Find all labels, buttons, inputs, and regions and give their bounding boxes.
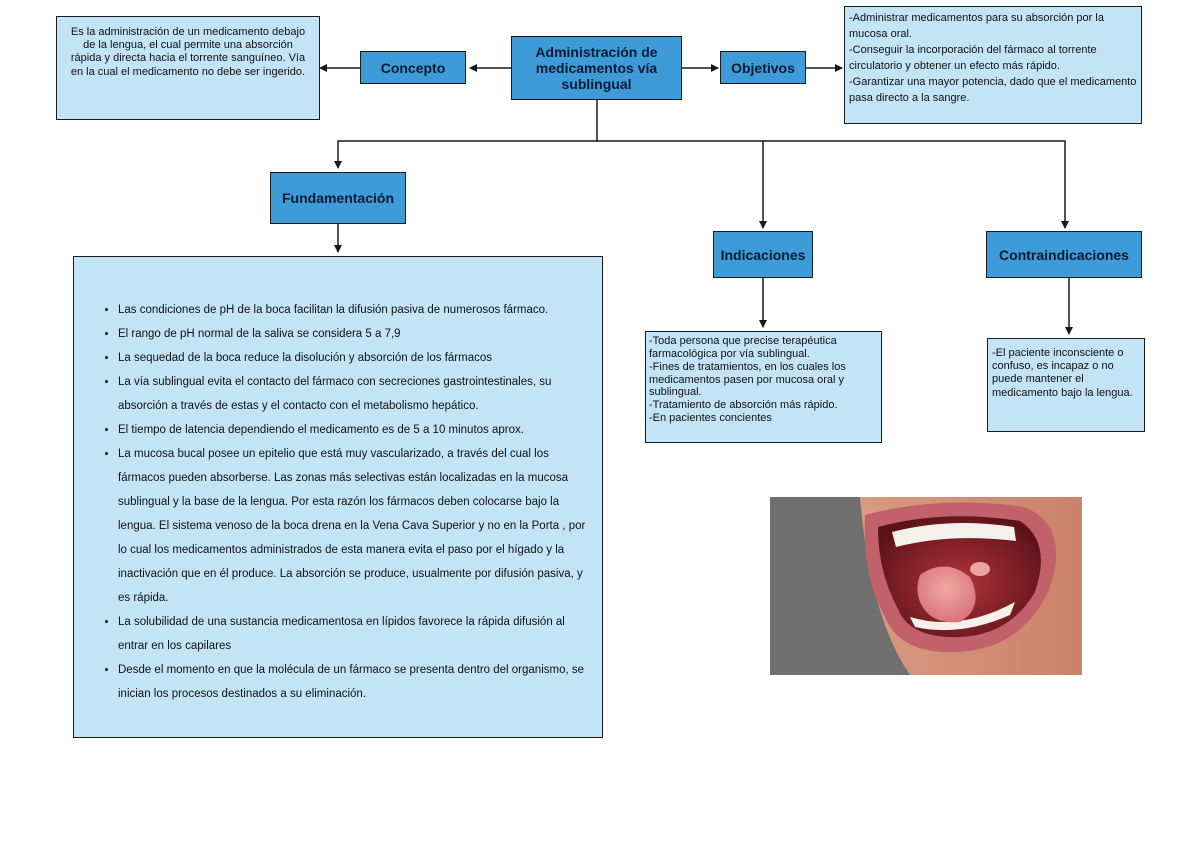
list-item: La solubilidad de una sustancia medicame… [118,610,596,658]
concepto-text: Es la administración de un medicamento d… [70,26,306,78]
open-mouth-image [770,497,1082,675]
indicacion-item: -Tratamiento de absorción más rápido. [649,399,838,412]
branch-line-indicaciones [597,140,767,229]
indicaciones-box: Indicaciones [713,231,813,278]
indicaciones-text-box: -Toda persona que precise terapéutica fa… [645,331,882,443]
concepto-box: Concepto [360,51,466,84]
list-item: El tiempo de latencia dependiendo el med… [118,418,596,442]
branch-line [334,100,598,169]
list-item: Desde el momento en que la molécula de u… [118,658,596,706]
indicaciones-label: Indicaciones [720,246,806,263]
list-item: La mucosa bucal posee un epitelio que es… [118,442,596,610]
contraindicacion-item: -El paciente inconsciente o confuso, es … [992,347,1133,399]
objetivo-item: -Conseguir la incorporación del fármaco … [849,43,1097,72]
contraindicaciones-text-box: -El paciente inconsciente o confuso, es … [987,338,1145,432]
indicacion-item: -Fines de tratamientos, en los cuales lo… [649,360,846,399]
objetivo-item: -Garantizar una mayor potencia, dado que… [849,75,1137,104]
concepto-label: Concepto [380,59,446,76]
objetivos-label: Objetivos [731,59,795,76]
fundamentacion-label: Fundamentación [281,190,394,206]
fundamentacion-list: Las condiciones de pH de la boca facilit… [78,298,596,706]
objetivos-text-box: -Administrar medicamentos para su absorc… [844,6,1142,124]
list-item: Las condiciones de pH de la boca facilit… [118,298,596,322]
objetivos-box: Objetivos [720,51,806,84]
list-item: La sequedad de la boca reduce la disoluc… [118,346,596,370]
concepto-text-box: Es la administración de un medicamento d… [56,16,320,120]
main-topic-box: Administración de medicamentos vía subli… [511,36,682,100]
objetivo-item: -Administrar medicamentos para su absorc… [849,12,1104,40]
branch-line-contraindicaciones [763,140,1069,229]
contraindicaciones-label: Contraindicaciones [999,246,1129,263]
main-topic-title: Administración de medicamentos vía subli… [535,43,658,93]
indicacion-item: -Toda persona que precise terapéutica fa… [649,335,837,360]
fundamentacion-box: Fundamentación [270,172,406,224]
fundamentacion-text-box: Las condiciones de pH de la boca facilit… [73,256,603,738]
list-item: El rango de pH normal de la saliva se co… [118,322,596,346]
contraindicaciones-box: Contraindicaciones [986,231,1142,278]
list-item: La vía sublingual evita el contacto del … [118,370,596,418]
indicacion-item: -En pacientes concientes [649,412,772,425]
